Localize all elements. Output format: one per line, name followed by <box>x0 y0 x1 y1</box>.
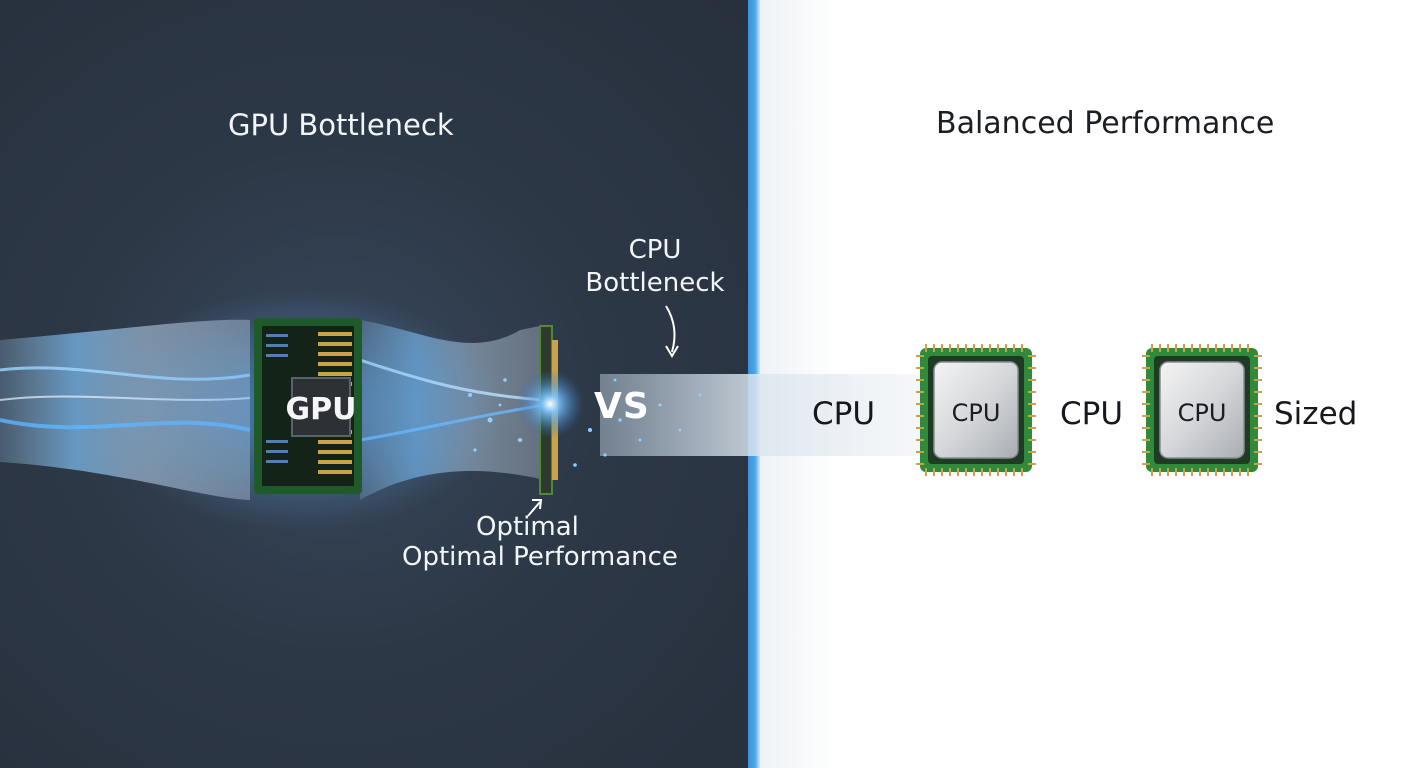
optimal-label: Optimal <box>476 512 579 542</box>
cpu-chip-label-2: CPU <box>1178 399 1227 427</box>
cpu-bottleneck-label: CPU Bottleneck <box>585 235 725 298</box>
balanced-performance-title: Balanced Performance <box>936 106 1275 141</box>
gpu-bottleneck-title: GPU Bottleneck <box>228 108 454 142</box>
cpu-chip-label-1: CPU <box>952 399 1001 427</box>
cpu-chip-icon: CPU <box>916 344 1036 476</box>
optimal-performance-label: Optimal Performance <box>402 542 678 572</box>
up-arrow-icon <box>527 499 543 517</box>
cpu-chip-icon: CPU <box>1142 344 1262 476</box>
cpu-label-2: CPU <box>1060 396 1124 432</box>
gpu-chip-icon: GPU <box>254 318 362 494</box>
gpu-chip-label: GPU <box>286 392 357 427</box>
sized-label: Sized <box>1274 396 1358 432</box>
gpu-card-edge <box>516 325 584 495</box>
cpu-label-1: CPU <box>812 396 876 432</box>
down-arrow-icon <box>665 305 679 358</box>
vs-label: VS <box>594 386 650 427</box>
